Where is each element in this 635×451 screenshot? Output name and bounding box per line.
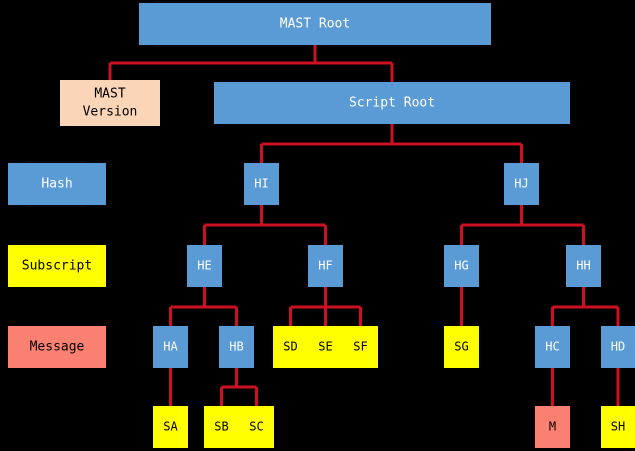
node-sb-box[interactable] (204, 406, 239, 448)
node-sd-box[interactable] (273, 326, 308, 368)
node-sa-box[interactable] (153, 406, 188, 448)
node-hi-label: HI (254, 177, 268, 191)
node-sf-label: SF (353, 340, 367, 354)
node-hg[interactable]: HG (444, 245, 479, 287)
node-sa[interactable]: SA (153, 406, 188, 448)
node-sh-box[interactable] (601, 406, 635, 448)
node-m[interactable]: M (535, 406, 570, 448)
node-hd-box[interactable] (601, 326, 635, 368)
node-sh[interactable]: SH (601, 406, 635, 448)
legend-legend-message-box[interactable] (8, 326, 106, 368)
node-sh-label: SH (611, 420, 625, 434)
node-sb-label: SB (214, 420, 228, 434)
node-mast-root-box[interactable] (139, 3, 491, 45)
node-sc-label: SC (249, 420, 263, 434)
node-hb-box[interactable] (219, 326, 254, 368)
node-ha[interactable]: HA (153, 326, 188, 368)
node-sg-label: SG (454, 340, 468, 354)
node-mast-version-box[interactable] (60, 80, 160, 126)
node-hg-label: HG (454, 259, 468, 273)
node-hf-box[interactable] (308, 245, 343, 287)
node-hh-box[interactable] (566, 245, 601, 287)
node-he-box[interactable] (187, 245, 222, 287)
node-hf-label: HF (318, 259, 332, 273)
node-script-root[interactable]: Script Root (214, 82, 570, 124)
node-se[interactable]: SE (308, 326, 343, 368)
node-sd[interactable]: SD (273, 326, 308, 368)
node-hh-label: HH (576, 259, 590, 273)
node-hj[interactable]: HJ (504, 163, 539, 205)
node-hb-label: HB (229, 340, 243, 354)
node-sf-box[interactable] (343, 326, 378, 368)
node-ha-label: HA (163, 340, 178, 354)
legend-legend-hash-box[interactable] (8, 163, 106, 205)
legend-legend-subscript-box[interactable] (8, 245, 106, 287)
node-mast-root-label: MAST Root (280, 17, 350, 32)
node-hi[interactable]: HI (244, 163, 279, 205)
node-mast-version[interactable]: MAST Version (60, 80, 160, 126)
node-sc[interactable]: SC (239, 406, 274, 448)
node-hj-label: HJ (514, 177, 528, 191)
node-hh[interactable]: HH (566, 245, 601, 287)
node-hc-box[interactable] (535, 326, 570, 368)
node-hg-box[interactable] (444, 245, 479, 287)
node-hj-box[interactable] (504, 163, 539, 205)
node-sa-label: SA (163, 420, 178, 434)
node-sg-box[interactable] (444, 326, 479, 368)
legend-legend-message-label: Message (30, 340, 85, 355)
node-hc-label: HC (545, 340, 559, 354)
node-m-box[interactable] (535, 406, 570, 448)
node-ha-box[interactable] (153, 326, 188, 368)
node-hb[interactable]: HB (219, 326, 254, 368)
node-se-label: SE (318, 340, 332, 354)
node-sg[interactable]: SG (444, 326, 479, 368)
node-hf[interactable]: HF (308, 245, 343, 287)
node-sd-label: SD (283, 340, 297, 354)
node-hi-box[interactable] (244, 163, 279, 205)
legend-legend-subscript-label: Subscript (22, 259, 92, 274)
node-sc-box[interactable] (239, 406, 274, 448)
node-hd-label: HD (611, 340, 625, 354)
edge-layer (108, 45, 620, 406)
legend-legend-subscript[interactable]: Subscript (8, 245, 106, 287)
node-mast-version-label: Version (83, 105, 138, 120)
node-script-root-label: Script Root (349, 96, 435, 111)
node-mast-version-label: MAST (94, 87, 125, 102)
legend-legend-hash[interactable]: Hash (8, 163, 106, 205)
legend-legend-message[interactable]: Message (8, 326, 106, 368)
node-sb[interactable]: SB (204, 406, 239, 448)
node-se-box[interactable] (308, 326, 343, 368)
node-he[interactable]: HE (187, 245, 222, 287)
node-he-label: HE (197, 259, 211, 273)
node-hd[interactable]: HD (601, 326, 635, 368)
node-script-root-box[interactable] (214, 82, 570, 124)
node-sf[interactable]: SF (343, 326, 378, 368)
node-hc[interactable]: HC (535, 326, 570, 368)
legend-legend-hash-label: Hash (41, 177, 72, 192)
node-m-label: M (549, 420, 556, 434)
node-mast-root[interactable]: MAST Root (139, 3, 491, 45)
